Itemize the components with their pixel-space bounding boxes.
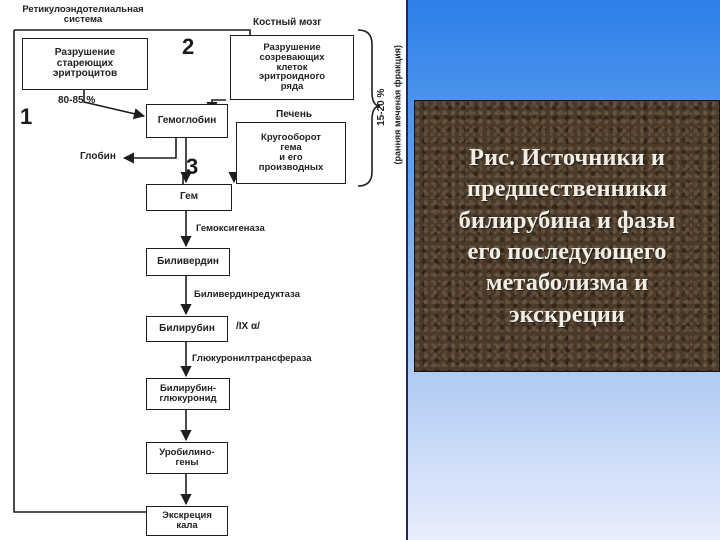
hemoglobin-box: Гемоглобин	[146, 104, 228, 138]
frame-line	[13, 30, 180, 513]
heme-oxygenase-label: Гемоксигеназа	[196, 223, 265, 234]
bilirubin-metabolism-diagram: Ретикулоэндотелиальная система Разрушени…	[13, 4, 403, 536]
marker-two: 2	[182, 34, 195, 59]
biliverdin-reductase-label: Биливердинредуктаза	[194, 289, 300, 300]
globin-label: Глобин	[80, 151, 116, 162]
caption-box: Рис. Источники и предшественники билируб…	[414, 100, 720, 372]
bone-marrow-header: Костный мозг	[253, 17, 322, 28]
arrow-hemoglobin-to-globin	[122, 138, 177, 164]
biliverdin-box: Биливердин	[146, 248, 230, 276]
figure-caption: Рис. Источники и предшественники билируб…	[458, 143, 676, 328]
urobilinogens-box: Уробилино- гены	[146, 442, 228, 474]
bilirubin-isomer-label: /IX α/	[236, 321, 260, 332]
heme-turnover-box: Кругооборот гема и его производных	[236, 122, 346, 184]
bilirubin-glucuronide-box: Билирубин- глюкуронид	[146, 378, 230, 410]
arrow-rbc-to-hemoglobin	[83, 90, 146, 120]
early-fraction-label: (ранняя меченая фракция)	[392, 45, 403, 165]
percent-main-label: 80-85 %	[58, 95, 96, 106]
marker-one: 1	[20, 104, 33, 129]
fecal-excretion-box: Экскреция кала	[146, 506, 228, 536]
bilirubin-box: Билирубин	[146, 316, 228, 342]
right-brace	[357, 29, 381, 187]
percent-early-label: 15-20 %	[375, 88, 387, 126]
marrow-destruction-box: Разрушение созревающих клеток эритроидно…	[230, 35, 354, 100]
ret-system-header: Ретикулоэндотелиальная система	[22, 4, 144, 25]
header-bracket-line	[14, 29, 251, 35]
glucuronyl-transferase-label: Глюкуронилтрансфераза	[192, 353, 312, 364]
rbc-destruction-box: Разрушение стареющих эритроцитов	[22, 38, 148, 90]
heme-box: Гем	[146, 184, 232, 211]
diagram-connectors	[13, 29, 381, 513]
liver-header: Печень	[276, 109, 313, 120]
marker-three: 3	[186, 154, 199, 179]
vertical-divider	[406, 0, 408, 540]
